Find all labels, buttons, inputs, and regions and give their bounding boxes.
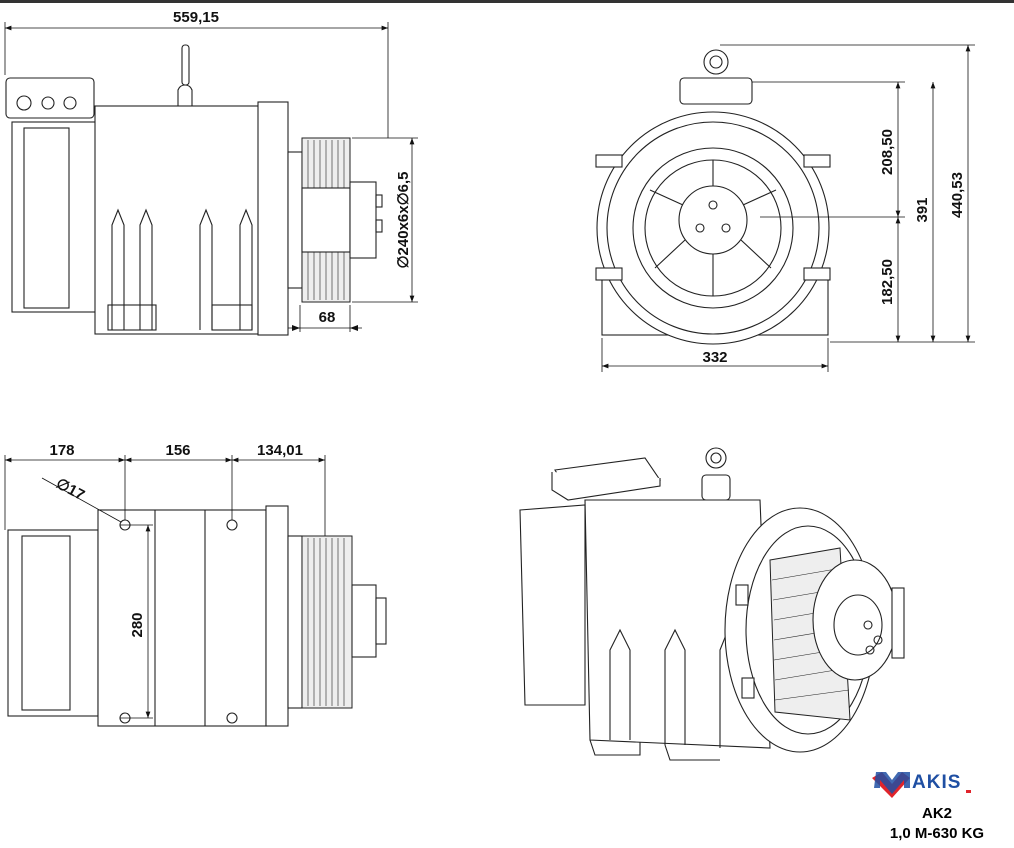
dim-width: 332	[702, 349, 727, 366]
dim-overall-length: 559,15	[173, 9, 219, 26]
side-view	[4, 22, 418, 336]
model-label: AK2	[921, 805, 952, 822]
dim-hole-dia: ∅17	[53, 475, 87, 504]
front-view	[595, 44, 975, 372]
dim-c: 134,01	[257, 442, 303, 459]
brand-logo: AKIS	[872, 772, 971, 798]
top-bar	[0, 0, 1014, 3]
dim-hole-spacing: 280	[129, 612, 146, 637]
dim-lower-height: 182,50	[879, 259, 896, 305]
spec-label: 1,0 M-630 KG	[889, 825, 985, 842]
dim-a: 178	[49, 442, 74, 459]
title-block: AK2 1,0 M-630 KG	[860, 804, 1014, 844]
dim-axis-height: 391	[914, 197, 931, 222]
dim-pulley-spec: ∅240x6x∅6,5	[395, 171, 412, 268]
dim-upper-height: 208,50	[879, 129, 896, 175]
dim-b: 156	[165, 442, 190, 459]
dim-total-height: 440,53	[949, 172, 966, 218]
dim-pulley-width: 68	[319, 309, 336, 326]
brand-wordmark: AKIS	[912, 772, 961, 793]
bottom-view	[4, 455, 387, 727]
isometric-view	[519, 447, 905, 761]
